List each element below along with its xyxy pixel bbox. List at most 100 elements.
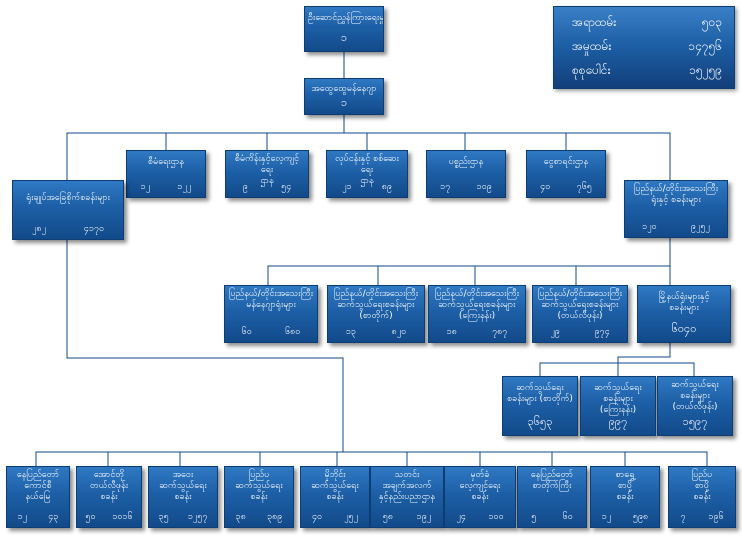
- staff-count: ၆၀: [562, 512, 573, 522]
- box-numbers: ၁၃၈၂၀: [328, 326, 424, 339]
- box-numbers: ၁၂ ၅၉၈: [591, 511, 659, 524]
- bottom-unit-box[interactable]: အောင်တို တယ်လီဖုန်း စခန်း ၅၀၁၀၁၆: [76, 466, 142, 528]
- bottom-unit-box[interactable]: မိုဘိုင်း ဆက်သွယ်ရေး စခန်း ၄၀၂၅၂: [300, 466, 370, 528]
- township-station-box[interactable]: ဆက်သွယ်ရေး စခန်းများ (ကြေးနန်း) ၉၉၇: [580, 376, 656, 436]
- bottom-unit-box[interactable]: မှတ်ခံ လေ့ကျင့်ရေး စခန်း ၂၄၁၀၀: [444, 466, 516, 528]
- summary-value: ၁၄၇၅၆: [688, 39, 722, 53]
- township-station-box[interactable]: ဆက်သွယ်ရေး စခန်းများ (တယ်လီဖုန်း) ၁၅၉၇: [657, 376, 733, 436]
- managing-director-box[interactable]: ဦးဆောင်ညွှန်ကြားရေးမှူး ၁: [304, 6, 384, 52]
- staff-count: ၇၆၅: [576, 182, 592, 192]
- box-numbers: ၃၈၃၈၉: [225, 511, 293, 524]
- bottom-unit-box[interactable]: သတင်း အချက်အလက် နှင့်နည်းပညာဌာန ၅၈၁၉၂: [370, 466, 444, 528]
- box-title: စာရွှေ့ စာပို့ စခန်း: [615, 470, 635, 502]
- summary-label: အမှုထမ်း: [572, 39, 612, 53]
- bottom-unit-box[interactable]: ပြည်ပ စာပို့ စခန်း ၇၁၉၆: [668, 466, 736, 528]
- officer-count: ၃၅: [158, 512, 169, 522]
- officer-count: ၂၈၂: [31, 224, 46, 234]
- officer-count: ၄၀: [540, 182, 551, 192]
- staff-count: ၁၂၂: [177, 182, 192, 192]
- staff-count: ၁၉၆: [708, 512, 724, 522]
- staff-count: ၅၉၈: [632, 512, 649, 522]
- connector: [539, 343, 671, 376]
- summary-label: စုစုပေါင်း: [572, 63, 611, 77]
- regional-box[interactable]: ပြည်နယ်/တိုင်းအသေးကြီး ဆက်သွယ်ရေးစခန်းမျ…: [428, 285, 526, 343]
- bottom-unit-box[interactable]: အဝေး ဆက်သွယ်ရေး စခန်း ၃၅၁၂၅၇: [148, 466, 218, 528]
- connector: [35, 451, 708, 466]
- box-title: အောင်တို တယ်လီဖုန်း စခန်း: [89, 470, 129, 502]
- bottom-unit-box[interactable]: နေပြည်တော် ကောင်စီ နယ်မြေ ၁၂၄၃: [6, 466, 70, 528]
- box-title: ဆက်သွယ်ရေး စခန်းများ (ကြေးနန်း): [594, 383, 642, 415]
- hq-base-stations-box[interactable]: ရုံးချုပ်အခြေစိုက်စခန်းများ ၂၈၂ ၄၁၇၀: [12, 180, 124, 240]
- box-numbers: ၂၈၂ ၄၁၇၀: [13, 223, 123, 236]
- summary-row: အရာထမ်း ၅၀၃: [554, 11, 734, 35]
- bottom-unit-box[interactable]: ပြည်ပ ဆက်သွယ်ရေး စခန်း ၃၈၃၈၉: [224, 466, 294, 528]
- regional-box[interactable]: ပြည်နယ်/တိုင်းအသေးကြီး ဆက်သွယ်ရေးစခန်းမျ…: [327, 285, 425, 343]
- box-title: ဆက်သွယ်ရေး စခန်းများ (စာတိုက်): [507, 383, 573, 404]
- staff-count: ၆၈၀: [285, 327, 301, 337]
- box-numbers: ၂၉ ၉၇၄: [533, 326, 627, 339]
- box-numbers: ၂၄၁၀၀: [445, 511, 515, 524]
- box-numbers: ၅၀၁၀၁၆: [77, 511, 141, 524]
- township-station-box[interactable]: ဆက်သွယ်ရေး စခန်းများ (စာတိုက်) ၃၆၅၃: [502, 376, 578, 436]
- box-title: ပြည်နယ်/တိုင်းအသေးကြီး ဆက်သွယ်ရေးစခန်းမျ…: [434, 289, 520, 321]
- bottom-unit-box[interactable]: စာရွှေ့ စာပို့ စခန်း ၁၂ ၅၉၈: [590, 466, 660, 528]
- regional-box[interactable]: ပြည်နယ်/တိုင်းအသေးကြီး ဆက်သွယ်ရေးစခန်းမျ…: [532, 285, 628, 343]
- box-title: ရုံးချုပ်အခြေစိုက်စခန်းများ: [26, 193, 110, 203]
- officer-count: ၅၀: [85, 512, 96, 522]
- box-title: ပြည်ပ စာပို့ စခန်း: [691, 470, 713, 502]
- box-title: ပစ္စည်းဌာန: [448, 157, 484, 167]
- box-title: မှတ်ခံ လေ့ကျင့်ရေး စခန်း: [459, 470, 501, 502]
- staff-count: ၄၃: [48, 512, 59, 522]
- region-offices-box[interactable]: ပြည်နယ်/တိုင်းအသေးကြီး ရုံးနှင့် စခန်းမျ…: [624, 180, 728, 238]
- officer-count: ၉: [242, 182, 248, 192]
- department-box[interactable]: စီမံကိန်းနှင့်လေ့ကျင့်ရေး ဌာန ၉၅၄: [225, 150, 309, 198]
- staff-count: ၁၀၀: [488, 512, 504, 522]
- officer-count: ၁၂: [140, 182, 151, 192]
- box-numbers: ၁၂၀ ၉၂၅၂: [625, 221, 727, 234]
- department-box[interactable]: ငွေစာရင်းဌာန ၄၀၇၆၅: [526, 150, 606, 198]
- connector: [66, 240, 344, 452]
- officer-count: ၁၂၀: [642, 222, 657, 232]
- box-title: လုပ်ငန်းနှင့် စစ်ဆေးရေး ဌာန: [335, 154, 399, 186]
- box-title: အထွေထွေမန်နေဂျာ: [311, 84, 377, 94]
- box-numbers: ၅၆၀: [518, 511, 586, 524]
- summary-row: စုစုပေါင်း ၁၅၂၅၉: [554, 59, 734, 83]
- staff-count: ၁၂၅၇: [187, 512, 208, 522]
- box-numbers: ၄၀၂၅၂: [301, 511, 369, 524]
- connector: [267, 238, 671, 285]
- officer-count: ၁၂: [601, 512, 612, 522]
- staff-summary-box: အရာထမ်း ၅၀၃ အမှုထမ်း ၁၄၇၅၆ စုစုပေါင်း ၁၅…: [553, 6, 735, 89]
- officer-count: ၁၇: [440, 182, 451, 192]
- staff-count: ၉၂၅၂: [690, 222, 710, 232]
- staff-count: ၁၉၂: [416, 512, 432, 522]
- box-numbers: ၅၈၁၉၂: [371, 511, 443, 524]
- connector: [618, 362, 695, 376]
- staff-count: ၃၈၉: [267, 512, 283, 522]
- box-numbers: ၁၂ ၁၂၂: [127, 181, 205, 194]
- box-title: မိုဘိုင်း ဆက်သွယ်ရေး စခန်း: [311, 470, 359, 502]
- box-number: ၆၀၄၀: [671, 322, 697, 335]
- department-box[interactable]: စီမံရေးဌာန ၁၂၁၂၂: [126, 150, 206, 198]
- bottom-unit-box[interactable]: နေပြည်တော် စာတိုက်ကြီး ၅၆၀: [517, 466, 587, 528]
- staff-count: ၇၈၇: [492, 327, 508, 337]
- connector: [66, 132, 671, 180]
- officer-count: ၄၀: [311, 512, 323, 522]
- regional-box[interactable]: ပြည်နယ်/တိုင်းအသေးကြီး မန်နေဂျာရုံးများ …: [224, 285, 318, 343]
- department-box[interactable]: ပစ္စည်းဌာန ၁၇၁၀၉: [426, 150, 506, 198]
- staff-count: ၉၇၄: [594, 327, 610, 337]
- box-title: စီမံကိန်းနှင့်လေ့ကျင့်ရေး ဌာန: [234, 154, 300, 186]
- staff-count: ၄၁၇၀: [83, 224, 105, 234]
- township-offices-box[interactable]: မြို့နယ်ရုံးများနှင့် စခန်းများ ၆၀၄၀: [637, 285, 731, 343]
- box-title: ဆက်သွယ်ရေး စခန်းများ (တယ်လီဖုန်း): [671, 380, 719, 412]
- box-numbers: ၁၂၄၃: [7, 511, 69, 524]
- officer-count: ၂၉: [550, 327, 560, 337]
- box-number: ၁: [340, 96, 348, 109]
- department-box[interactable]: လုပ်ငန်းနှင့် စစ်ဆေးရေး ဌာန ၂၁၈၉: [326, 150, 408, 198]
- officer-count: ၁၃: [345, 327, 356, 337]
- general-manager-box[interactable]: အထွေထွေမန်နေဂျာ ၁: [304, 78, 384, 115]
- officer-count: ၆၀: [241, 327, 252, 337]
- box-number: ၁: [340, 31, 348, 44]
- box-title: ပြည်နယ်/တိုင်းအသေးကြီး ရုံးနှင့် စခန်းမျ…: [633, 184, 719, 205]
